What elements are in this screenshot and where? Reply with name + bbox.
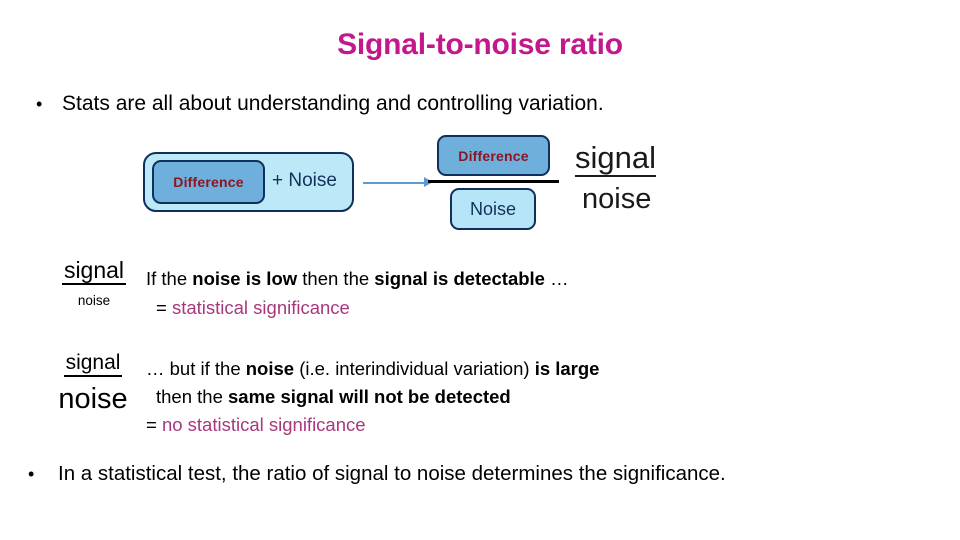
bullet-marker-icon: • (28, 464, 35, 484)
s2b-p1: then the (156, 386, 229, 407)
page-title: Signal-to-noise ratio (337, 28, 623, 61)
s1a-p1: If the (146, 268, 193, 289)
bullet-text-2: In a statistical test, the ratio of sign… (58, 462, 726, 485)
explanation-2-line-b: then the same signal will not be detecte… (156, 386, 846, 408)
s1b-eq: = (156, 297, 172, 318)
ratio-graphic-denominator: noise (582, 183, 652, 215)
fraction-denominator-label: Noise (469, 198, 517, 219)
bullet-item-2: • In a statistical test, the ratio of si… (28, 462, 726, 486)
s2a-b1: noise (245, 358, 295, 379)
explanation-1-line-a: If the noise is low then the signal is d… (146, 268, 786, 290)
explanation-section-1: signal noise If the noise is low then th… (0, 258, 960, 336)
fraction-denominator-box: Noise (450, 188, 536, 230)
outer-difference-plus-noise-box (143, 152, 354, 212)
explanation-1-line-b: = statistical significance (156, 297, 786, 319)
ratio-graphic-numerator: signal (575, 140, 656, 177)
fraction-1-denominator: noise (77, 293, 111, 309)
explanation-text-2: … but if the noise (i.e. interindividual… (146, 358, 846, 436)
explanation-text-1: If the noise is low then the signal is d… (146, 268, 786, 319)
fraction-2-denominator: noise (58, 383, 128, 416)
inner-difference-box: Difference (152, 160, 265, 204)
fraction-2-numerator: signal (63, 351, 123, 378)
no-statistical-significance-highlight: no statistical significance (161, 414, 366, 435)
plus-noise-label: + Noise (272, 170, 337, 191)
s2a-p2: (i.e. interindividual variation) (294, 358, 535, 379)
s2a-b2: is large (534, 358, 600, 379)
signal-noise-ratio-graphic: signal noise (575, 142, 735, 214)
bullet-item-1: • Stats are all about understanding and … (36, 92, 604, 116)
s2a-p1: … but if the (146, 358, 246, 379)
fraction-signal-over-noise-large-signal: signal noise (46, 258, 142, 308)
right-arrow-head-icon (424, 177, 433, 187)
bullet-marker-icon: • (36, 94, 43, 114)
statistical-significance-highlight: statistical significance (171, 297, 350, 318)
s1a-b2: signal is detectable (374, 268, 545, 289)
bullet-text-1: Stats are all about understanding and co… (62, 92, 604, 115)
fraction-numerator-box: Difference (437, 135, 550, 176)
right-arrow-icon (363, 182, 426, 184)
inner-difference-label: Difference (173, 174, 244, 190)
s1a-b1: noise is low (192, 268, 298, 289)
s1a-p3: … (544, 268, 569, 289)
fraction-bar (428, 180, 559, 183)
fraction-signal-over-noise-large-noise: signal noise (38, 351, 148, 416)
explanation-2-line-a: … but if the noise (i.e. interindividual… (146, 358, 846, 380)
s2c-eq: = (146, 414, 162, 435)
s1a-p2: then the (297, 268, 375, 289)
explanation-section-2: signal noise … but if the noise (i.e. in… (0, 351, 960, 447)
fraction-1-numerator: signal (61, 258, 127, 286)
explanation-2-line-c: = no statistical significance (146, 414, 846, 436)
fraction-numerator-label: Difference (458, 147, 529, 164)
s2b-b1: same signal will not be detected (228, 386, 511, 407)
